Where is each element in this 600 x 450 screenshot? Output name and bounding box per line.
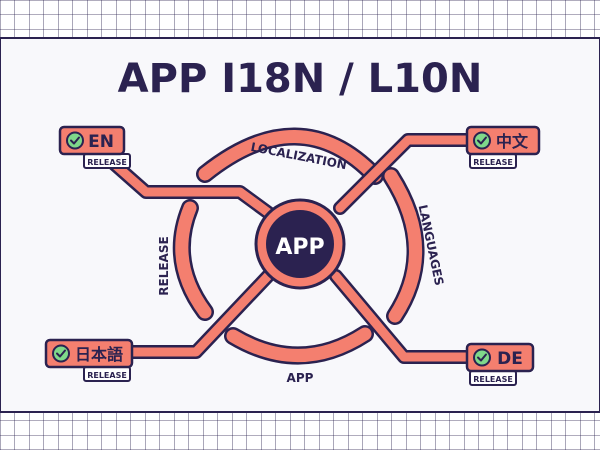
- center-node: APP: [254, 198, 346, 290]
- badge-de: RELEASE DE: [465, 342, 535, 386]
- check-circle-icon: [66, 131, 84, 150]
- center-node-core: [266, 210, 334, 278]
- arc-right: [384, 169, 423, 323]
- center-node-label: APP: [275, 235, 324, 260]
- arc-bottom: [226, 327, 372, 362]
- badge-ja-lang: 日本語: [75, 345, 123, 364]
- grid-band-bottom: [0, 412, 600, 450]
- badge-en: RELEASE EN: [58, 125, 131, 169]
- diagram-title: APP I18N / L10N: [118, 56, 483, 102]
- check-circle-icon: [473, 131, 491, 150]
- badge-zh-lang: 中文: [496, 132, 529, 151]
- connector-de: [331, 271, 475, 362]
- check-circle-icon: [473, 348, 491, 367]
- arc-label-app: APP: [287, 371, 314, 385]
- arc-label-release: RELEASE: [157, 236, 171, 295]
- connector-zh: [335, 135, 475, 213]
- badge-ja: RELEASE 日本語: [44, 338, 134, 382]
- badge-de-lang: DE: [497, 349, 523, 369]
- badge-en-lang: EN: [88, 132, 114, 152]
- arc-left: [175, 201, 212, 319]
- grid-band-top: [0, 0, 600, 38]
- badge-zh-tag: RELEASE: [473, 158, 513, 167]
- badge-ja-box: [44, 338, 134, 369]
- arc-top: [198, 130, 382, 183]
- connector-ja: [127, 271, 273, 357]
- badge-de-tag: RELEASE: [473, 375, 513, 384]
- outer-arcs: [172, 127, 425, 365]
- badge-zh: RELEASE 中文: [465, 125, 541, 169]
- badge-ja-tag: RELEASE: [87, 371, 127, 380]
- check-circle-icon: [52, 344, 70, 363]
- badge-en-tag: RELEASE: [87, 158, 127, 167]
